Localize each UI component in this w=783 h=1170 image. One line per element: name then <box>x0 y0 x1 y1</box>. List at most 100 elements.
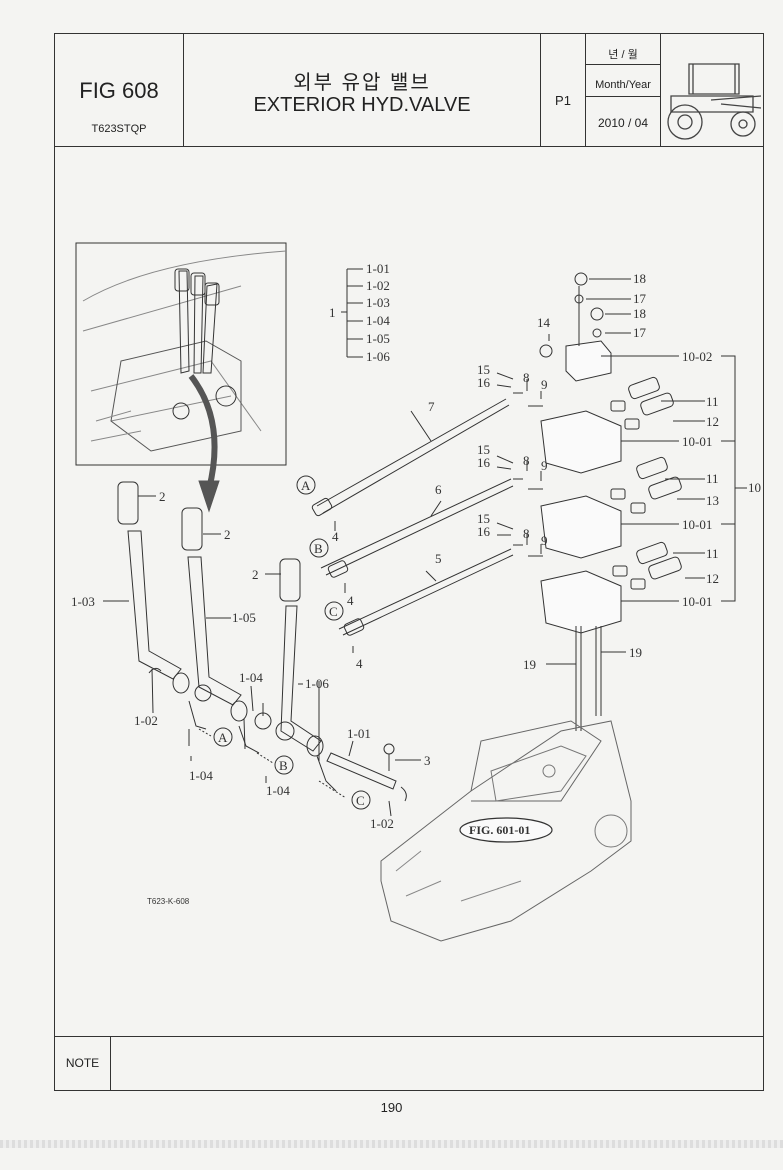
date-label-korean: 년 / 월 <box>608 49 638 61</box>
callout: 9 <box>541 533 548 548</box>
callout: 19 <box>629 645 642 660</box>
marker-b <box>274 755 294 775</box>
drawing-code: T623-K-608 <box>147 897 190 906</box>
lever-knob <box>181 507 203 551</box>
callout: 2 <box>252 567 259 582</box>
callout: 12 <box>706 571 719 586</box>
callout: 3 <box>424 753 431 768</box>
date-cell: 년 / 월 Month/Year 2010 / 04 <box>586 34 661 146</box>
callout: 4 <box>356 656 363 671</box>
group-part-label: 1-01 <box>366 261 390 276</box>
callout: 16 <box>477 524 491 539</box>
callout: 8 <box>523 526 530 541</box>
callout: 11 <box>706 394 719 409</box>
marker-a <box>296 475 316 495</box>
inset-view-frame <box>75 242 287 466</box>
callout: 1-06 <box>305 676 329 691</box>
callout: 15 <box>477 511 490 526</box>
group-part-label: 1-04 <box>366 313 390 328</box>
marker-c <box>324 601 344 621</box>
callout: 4 <box>332 529 339 544</box>
callout: 7 <box>428 399 435 414</box>
title-korean: 외부 유압 밸브 <box>293 72 431 94</box>
callout: 1-02 <box>134 713 158 728</box>
model-code: T623STQP <box>91 123 147 135</box>
callout: 1-03 <box>71 594 95 609</box>
tractor-icon <box>661 34 765 146</box>
callout: 5 <box>435 551 442 566</box>
fig-reference-label: FIG. 601-01 <box>469 823 530 837</box>
callout: 1-02 <box>370 816 394 831</box>
callout: 16 <box>477 375 491 390</box>
marker-b-label: B <box>279 758 288 773</box>
callout: 10-01 <box>682 594 712 609</box>
callout: 6 <box>435 482 442 497</box>
group-label: 1 <box>329 305 336 320</box>
callout: 12 <box>706 414 719 429</box>
marker-b-label: B <box>314 541 323 556</box>
lever-knob <box>279 558 301 602</box>
callout: 10-01 <box>682 434 712 449</box>
date-value: 2010 / 04 <box>597 116 649 130</box>
callout: 17 <box>633 291 647 306</box>
callout: 18 <box>633 306 646 321</box>
callout: 11 <box>706 546 719 561</box>
exploded-parts-diagram: A B C A B C 1 1-01 1-02 1-03 1-04 1-05 1… <box>71 242 761 942</box>
title-cell: 외부 유압 밸브 EXTERIOR HYD.VALVE <box>184 34 541 146</box>
callout: 10-02 <box>682 349 712 364</box>
callout: 16 <box>477 455 491 470</box>
title-english: EXTERIOR HYD.VALVE <box>253 94 471 116</box>
callout: 8 <box>523 370 530 385</box>
group-part-label: 1-05 <box>366 331 390 346</box>
page-frame: FIG 608 T623STQP 외부 유압 밸브 EXTERIOR HYD.V… <box>54 33 764 1091</box>
fig-cell: FIG 608 T623STQP <box>55 34 184 146</box>
callout: 10 <box>748 480 761 495</box>
callout: 1-01 <box>347 726 371 741</box>
note-label: NOTE <box>55 1037 111 1090</box>
figure-number: FIG 608 <box>79 78 159 103</box>
date-label-english: Month/Year <box>595 79 651 91</box>
marker-a-label: A <box>301 478 311 493</box>
marker-c <box>351 790 371 810</box>
callout: 13 <box>706 493 719 508</box>
callout: 4 <box>347 593 354 608</box>
valve-section-top <box>540 410 622 474</box>
callout: 17 <box>633 325 647 340</box>
fig-reference-badge <box>459 817 553 843</box>
title-block: FIG 608 T623STQP 외부 유압 밸브 EXTERIOR HYD.V… <box>55 34 763 147</box>
marker-c-label: C <box>329 604 338 619</box>
marker-a-label: A <box>218 730 228 745</box>
page-label: P1 <box>555 93 571 108</box>
group-part-label: 1-06 <box>366 349 390 364</box>
callout: 1-04 <box>189 768 213 783</box>
callout: 15 <box>477 442 490 457</box>
page-number: 190 <box>380 1100 403 1115</box>
valve-end-cover <box>565 340 612 382</box>
callout: 14 <box>537 315 551 330</box>
scan-artifact <box>0 1140 783 1148</box>
valve-section-middle <box>540 495 622 559</box>
callout: 8 <box>523 453 530 468</box>
callout-labels: 18 17 18 17 14 10-02 15 16 8 9 11 12 10-… <box>71 271 761 831</box>
note-row: NOTE <box>55 1036 763 1090</box>
lever-knob <box>117 481 139 525</box>
group-part-label: 1-03 <box>366 295 390 310</box>
callout: 11 <box>706 471 719 486</box>
marker-a <box>213 727 233 747</box>
marker-b <box>309 538 329 558</box>
callout: 2 <box>159 489 166 504</box>
callout: 18 <box>633 271 646 286</box>
callout: 19 <box>523 657 536 672</box>
callout: 15 <box>477 362 490 377</box>
valve-section-bottom <box>540 570 622 634</box>
callout: 1-05 <box>232 610 256 625</box>
marker-c-label: C <box>356 793 365 808</box>
callout: 1-04 <box>266 783 290 798</box>
callout: 1-04 <box>239 670 263 685</box>
group-part-label: 1-02 <box>366 278 390 293</box>
callout: 9 <box>541 458 548 473</box>
callout: 10-01 <box>682 517 712 532</box>
page-cell: P1 <box>541 34 586 146</box>
callout: 9 <box>541 377 548 392</box>
callout: 2 <box>224 527 231 542</box>
